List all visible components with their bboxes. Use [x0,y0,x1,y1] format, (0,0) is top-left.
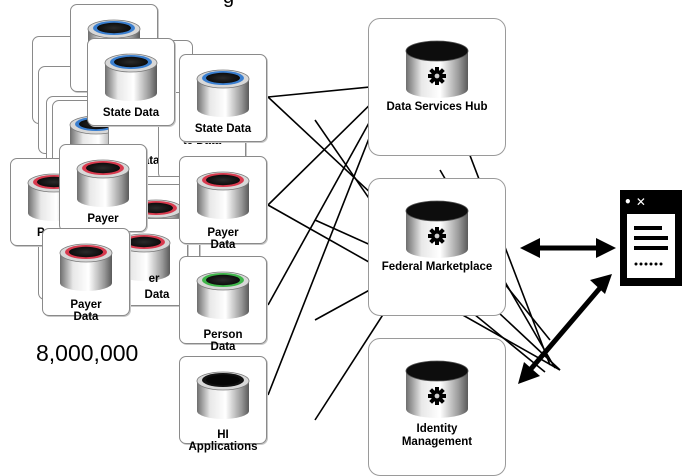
hi-applications-card: HI Applications [179,356,267,453]
payer-data-card: Payer [59,144,147,232]
state-data-card: State Data [179,54,267,142]
card-label: Payer Data [207,227,239,251]
database-gear-icon [405,360,469,419]
hub-label: Data Services Hub [386,101,488,113]
title-fragment: g [223,0,234,9]
browser-window-icon: • ✕ [620,190,682,286]
payer-data-card: Payer Data [42,228,130,323]
card-label: er [148,273,160,285]
federal-marketplace: Federal Marketplace [368,178,506,316]
database-icon [74,153,132,209]
identity-management: Identity Management [368,338,506,476]
card-label: State Data [102,107,160,119]
database-icon [102,47,160,103]
card-label: State Data [194,123,252,135]
data-services-hub: Data Services Hub [368,18,506,156]
database-icon [194,63,252,119]
database-icon [57,237,115,293]
card-label: Payer Data [70,299,102,323]
browser-title-glyphs: • ✕ [624,195,646,209]
payer-data-card: Payer Data [179,156,267,251]
database-icon [194,365,252,421]
card-label: Payer [87,213,119,225]
database-icon [194,165,252,221]
database-icon [194,265,252,321]
person-data-card: Person Data [179,256,267,353]
hub-label: Identity Management [401,423,473,448]
database-gear-icon [405,200,469,259]
count-label: 8,000,000 [36,340,139,366]
hub-label: Federal Marketplace [381,261,493,273]
card-label: Person Data [203,329,243,353]
card-label: HI Applications [188,429,258,453]
card-label: Data [144,289,170,301]
database-gear-icon [405,40,469,99]
state-data-card: State Data [87,38,175,126]
